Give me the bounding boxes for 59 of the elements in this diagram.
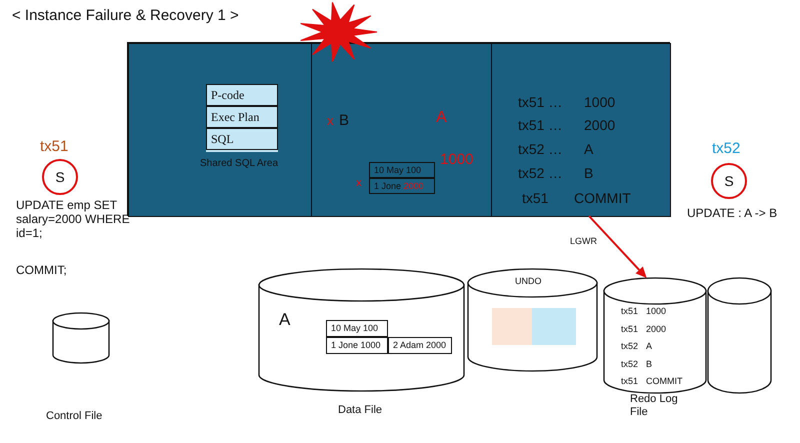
- log-entry: tx52: [621, 341, 638, 352]
- log-value: 1000: [646, 306, 666, 316]
- sql-statement: UPDATE : A -> B: [687, 207, 778, 221]
- file-label: Redo Log File: [630, 393, 679, 418]
- table-cell: P-code: [206, 84, 278, 106]
- log-value: B: [646, 359, 652, 370]
- marker-label: B: [339, 112, 350, 130]
- log-value: A: [646, 341, 652, 352]
- log-value: A: [584, 141, 594, 158]
- memory-section: [311, 43, 492, 217]
- marker-label: x: [356, 177, 362, 190]
- table-cell: Exec Plan: [206, 106, 278, 128]
- log-entry: tx51 …: [518, 117, 562, 134]
- file-label: Data File: [338, 404, 382, 417]
- log-value: 1000: [584, 94, 616, 110]
- session-symbol: S: [55, 168, 65, 186]
- table-cell: 10 May 100: [369, 162, 435, 178]
- log-value: 2000: [584, 117, 616, 134]
- edge-label: LGWR: [570, 236, 597, 246]
- marker-label: 1000: [440, 151, 474, 168]
- sql-area-table: [206, 84, 278, 152]
- undo-block: [492, 308, 532, 345]
- log-value: B: [584, 165, 594, 182]
- log-value: 2000: [646, 324, 666, 334]
- log-entry: tx52: [621, 359, 638, 370]
- log-entry: tx51: [621, 324, 638, 334]
- log-entry: tx51 …: [518, 94, 562, 110]
- table-cell: 1 Jone 1000: [326, 337, 388, 354]
- table-cell: 10 May 100: [326, 320, 388, 337]
- log-entry: tx51: [621, 376, 638, 386]
- table-cell: 1 Jone 2000: [369, 178, 435, 194]
- table-cell: 2 Adam 2000: [388, 337, 452, 354]
- area-label: Shared SQL Area: [200, 158, 278, 170]
- memory-area-box: [127, 42, 670, 216]
- data-block-table: [369, 162, 435, 194]
- marker-label: x: [327, 114, 334, 129]
- undo-block: [532, 308, 576, 345]
- sql-statement: UPDATE emp SET salary=2000 WHERE id=1;: [16, 199, 131, 240]
- log-entry: tx52 …: [518, 165, 562, 182]
- memory-section: [491, 43, 671, 217]
- sql-statement: COMMIT;: [16, 264, 67, 278]
- data-block-table: [326, 320, 388, 354]
- marker-label: A: [436, 109, 447, 128]
- file-label: Control File: [46, 410, 102, 423]
- session-circle: [711, 163, 747, 199]
- file-content-label: UNDO: [515, 276, 542, 286]
- session-label: tx52: [712, 140, 740, 158]
- log-entry: tx51: [621, 306, 638, 316]
- session-symbol: S: [724, 172, 734, 190]
- memory-section: [128, 43, 312, 217]
- log-entry: tx52 …: [518, 141, 562, 158]
- log-entry: tx51: [522, 190, 548, 206]
- diagram-title: < Instance Failure & Recovery 1 >: [12, 7, 239, 24]
- log-value: COMMIT: [646, 376, 682, 386]
- session-circle: [42, 159, 78, 195]
- session-label: tx51: [40, 138, 68, 156]
- log-value: COMMIT: [574, 190, 631, 206]
- file-content-label: A: [279, 310, 290, 330]
- table-cell: SQL: [206, 128, 278, 150]
